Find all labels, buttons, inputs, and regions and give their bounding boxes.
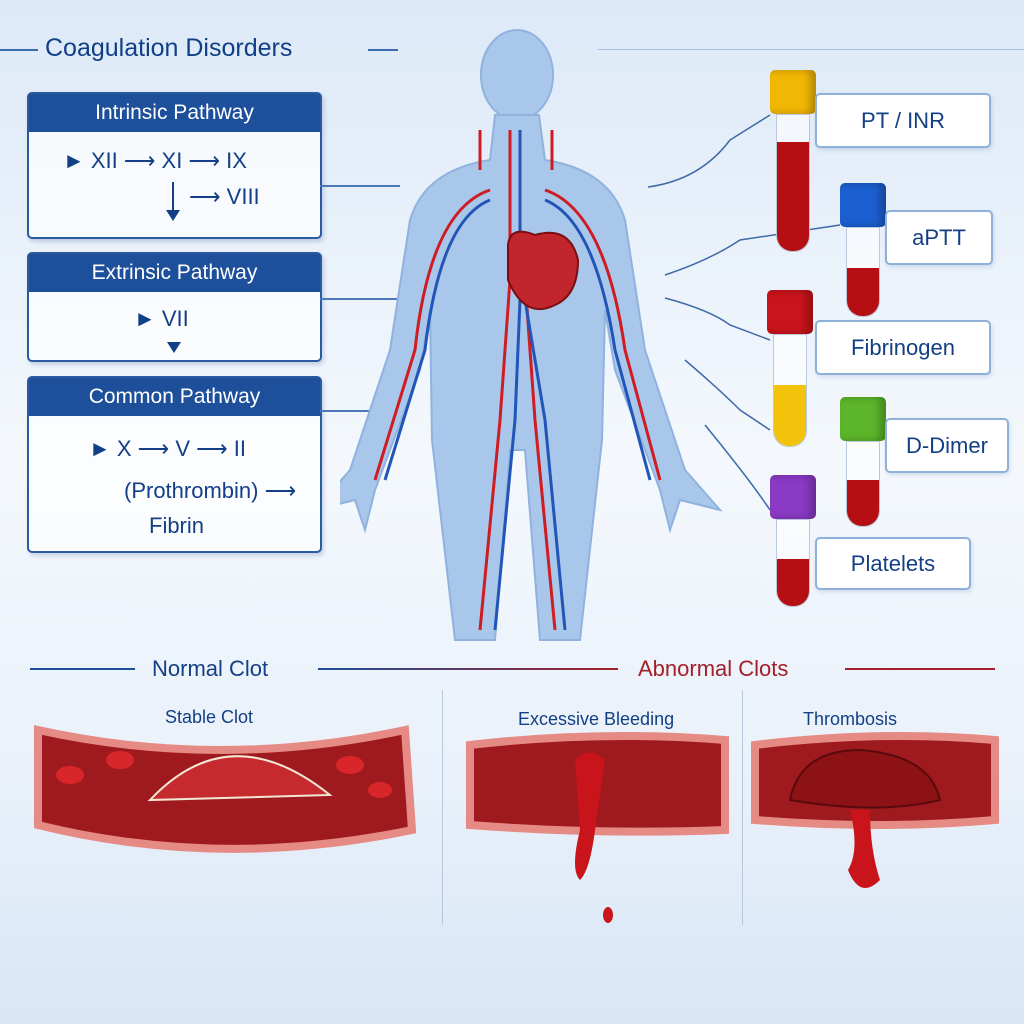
stable-clot-vessel <box>34 725 417 853</box>
tube-glass <box>846 441 880 527</box>
tube-liquid <box>777 558 809 606</box>
box-header: Intrinsic Pathway <box>29 94 320 132</box>
test-tube <box>770 475 816 607</box>
panel-title-stable-clot: Stable Clot <box>165 707 254 727</box>
clot-illustrations <box>34 725 999 923</box>
tube-liquid <box>777 142 809 251</box>
page-title: Coagulation Disorders <box>45 34 293 62</box>
pathway-sequence: ► XII ⟶ XI ⟶ IX <box>63 148 247 173</box>
connector-line <box>320 410 378 412</box>
test-label-aptt: aPTT <box>885 210 993 265</box>
heart-icon <box>507 230 580 310</box>
test-tube <box>770 70 816 252</box>
down-arrow-icon <box>167 342 181 353</box>
pathway-sequence: ⟶ VIII <box>189 184 260 209</box>
top-rule <box>598 49 1024 50</box>
thrombosis-vessel <box>751 732 999 888</box>
tube-cap <box>840 397 886 441</box>
tube-glass <box>776 114 810 252</box>
connector-line <box>320 185 400 187</box>
test-label-d-dimer: D-Dimer <box>885 418 1009 473</box>
section-rule <box>30 668 135 670</box>
tube-cap <box>840 183 886 227</box>
divider <box>742 690 743 925</box>
tube-glass <box>776 519 810 607</box>
pathway-sequence: Fibrin <box>149 513 205 538</box>
excessive-bleeding-vessel <box>466 732 729 923</box>
panel-title-excessive-bleeding: Excessive Bleeding <box>518 709 675 729</box>
normal-clot-heading: Normal Clot <box>152 656 269 681</box>
divider <box>442 690 443 925</box>
pathway-sequence: ► X ⟶ V ⟶ II <box>89 436 246 461</box>
test-tube <box>840 397 886 527</box>
common-pathway-box: Common Pathway ► X ⟶ V ⟶ II (Prothrombin… <box>27 376 322 553</box>
intrinsic-pathway-box: Intrinsic Pathway ► XII ⟶ XI ⟶ IX ⟶ VIII <box>27 92 322 239</box>
connector-line <box>320 298 400 300</box>
down-arrow-icon <box>172 182 174 212</box>
test-tube <box>840 183 886 317</box>
tube-glass <box>846 227 880 317</box>
tube-liquid <box>847 267 879 316</box>
panel-title-thrombosis: Thrombosis <box>803 709 898 729</box>
arrowhead-icon <box>166 210 180 221</box>
tube-glass <box>773 334 807 447</box>
box-header: Common Pathway <box>29 378 320 416</box>
box-header: Extrinsic Pathway <box>29 254 320 292</box>
abnormal-clots-heading: Abnormal Clots <box>638 656 789 681</box>
tube-liquid <box>774 384 806 446</box>
tube-liquid <box>847 479 879 526</box>
pathway-sequence: (Prothrombin) ⟶ <box>124 478 297 503</box>
test-label-platelets: Platelets <box>815 537 971 590</box>
tube-cap <box>770 70 816 114</box>
title-rule-right <box>368 49 398 51</box>
human-body-illustration <box>340 29 723 641</box>
test-tube-connectors <box>647 114 841 511</box>
test-label-fibrinogen: Fibrinogen <box>815 320 991 375</box>
extrinsic-pathway-box: Extrinsic Pathway ► VII <box>27 252 322 362</box>
tube-cap <box>770 475 816 519</box>
section-rule <box>845 668 995 670</box>
title-rule-left <box>0 49 38 51</box>
test-label-pt-inr: PT / INR <box>815 93 991 148</box>
pathway-sequence: ► VII <box>134 306 189 331</box>
test-tube <box>767 290 813 447</box>
section-rule <box>318 668 618 670</box>
tube-cap <box>767 290 813 334</box>
